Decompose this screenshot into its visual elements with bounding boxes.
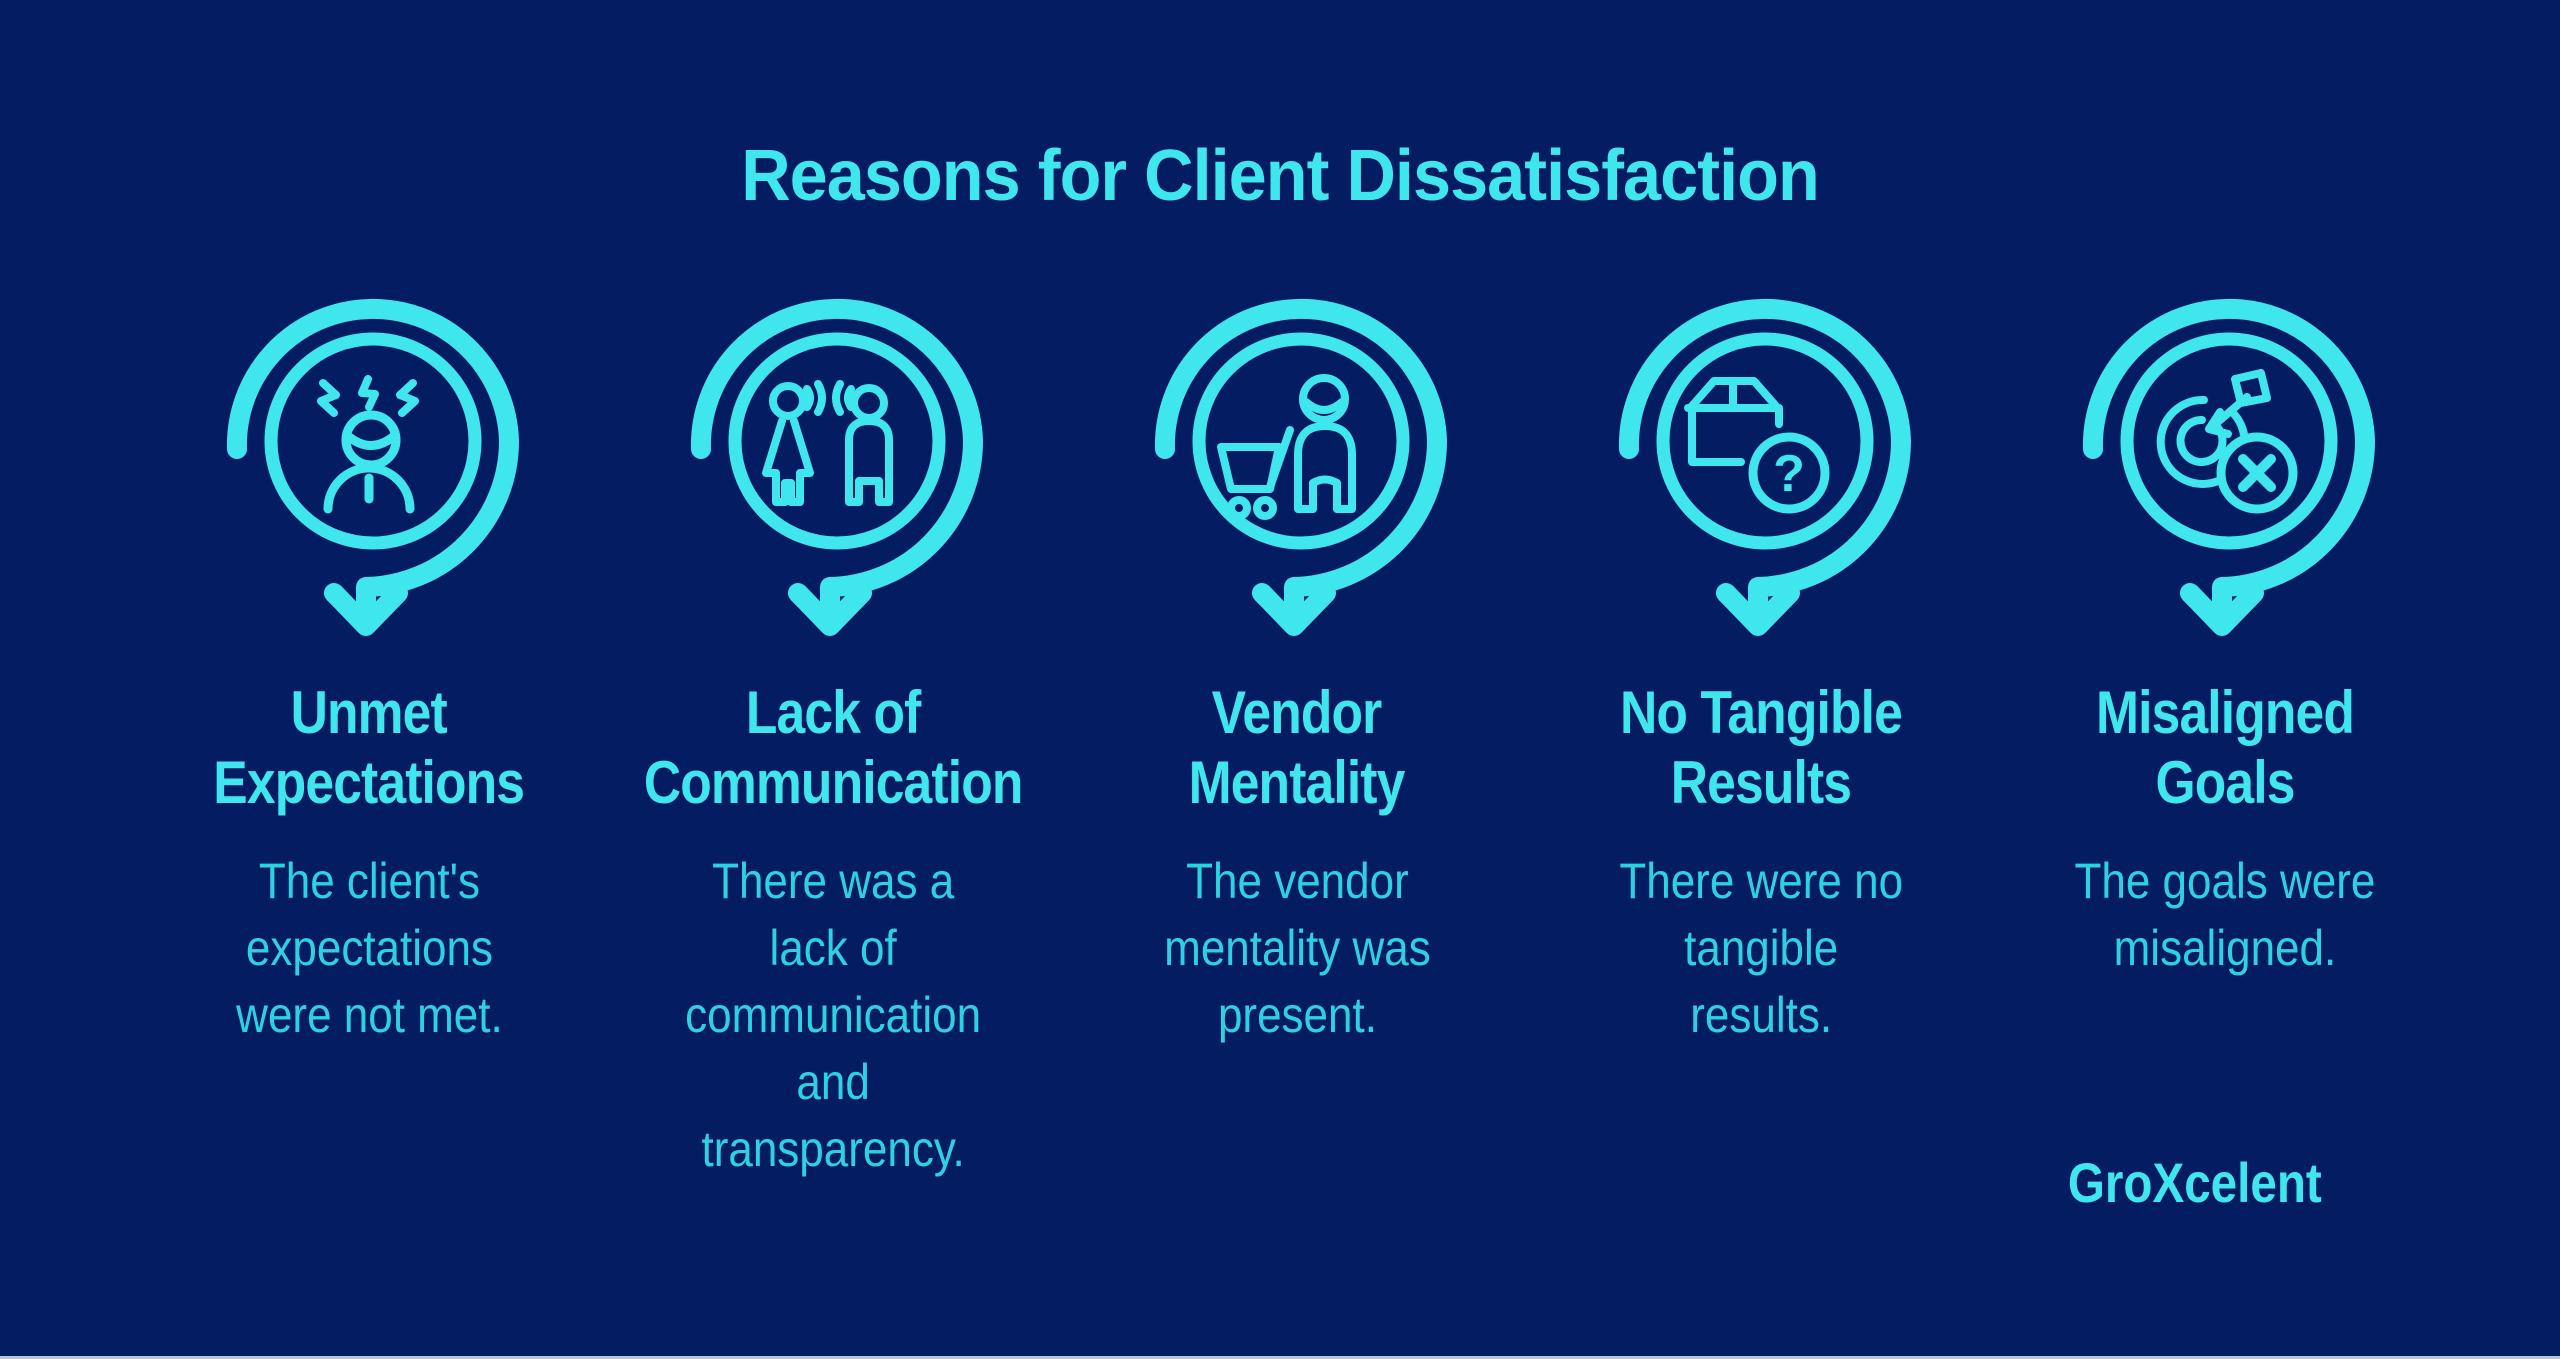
reason-description: The vendor mentality was present. <box>1163 853 1431 1043</box>
spiral-arrow-icon <box>690 299 983 636</box>
column-misaligned-goals: Misaligned Goals The goals were misalign… <box>1993 297 2457 1183</box>
spiral-arrow-icon <box>1154 299 1447 636</box>
reason-description: The client's expectations were not met. <box>235 853 503 1043</box>
column-lack-of-communication: Lack of Communication There was a lack o… <box>601 297 1065 1183</box>
spiral-arrow-icon <box>226 299 519 636</box>
stressed-person-pictogram <box>317 375 419 514</box>
reason-title: No Tangible Results <box>1619 679 1903 816</box>
reasons-row: Unmet Expectations The client's expectat… <box>137 297 2457 1183</box>
package-question-icon: ? <box>1611 297 1911 647</box>
column-vendor-mentality: Vendor Mentality The vendor mentality wa… <box>1065 297 1529 1183</box>
page-title: Reasons for Client Dissatisfaction <box>741 136 1820 216</box>
question-mark-glyph: ? <box>1773 445 1805 503</box>
column-unmet-expectations: Unmet Expectations The client's expectat… <box>137 297 601 1183</box>
target-arrow-x-pictogram <box>2156 369 2298 514</box>
brand-logo: GroXcelent <box>2068 1151 2322 1214</box>
reason-description: There was a lack of communication and tr… <box>685 853 981 1177</box>
reason-title: Unmet Expectations <box>213 679 526 816</box>
package-question-pictogram: ? <box>1684 377 1830 514</box>
spiral-arrow-icon <box>2082 299 2375 636</box>
reason-description: There were no tangible results. <box>1619 853 1903 1043</box>
person-shopping-cart-pictogram <box>1217 374 1356 520</box>
stressed-person-icon <box>219 297 519 647</box>
two-people-talking-pictogram <box>762 380 893 506</box>
person-shopping-cart-icon <box>1147 297 1447 647</box>
target-arrow-x-icon <box>2075 297 2375 647</box>
reason-title: Lack of Communication <box>643 679 1024 816</box>
spiral-arrow-icon <box>1618 299 1911 636</box>
reason-description: The goals were misaligned. <box>2074 853 2376 976</box>
reason-title: Misaligned Goals <box>2095 679 2355 816</box>
two-people-talking-icon <box>683 297 983 647</box>
column-no-tangible-results: ? No Tangible Results There were no tang… <box>1529 297 1993 1183</box>
bottom-edge-strip <box>0 1356 2560 1359</box>
reason-title: Vendor Mentality <box>1189 679 1406 816</box>
